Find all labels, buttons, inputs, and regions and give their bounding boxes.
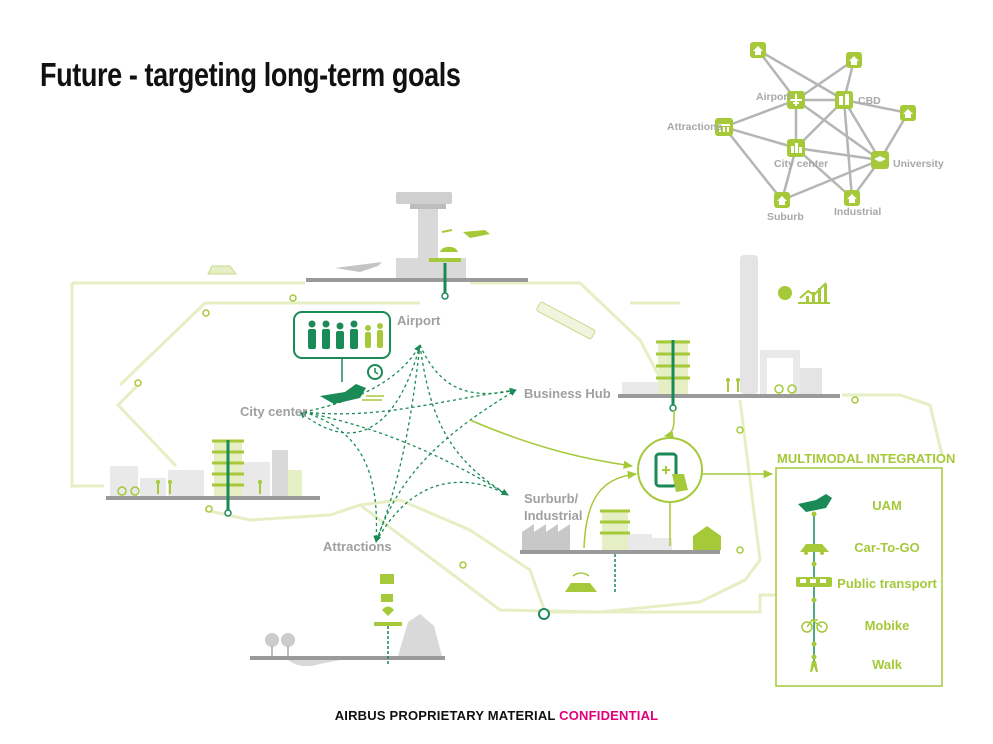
label-suburb: Surburb/ (524, 491, 579, 506)
uam-icon (798, 494, 832, 517)
connection-star (299, 344, 517, 543)
label-business-hub: Business Hub (524, 386, 611, 401)
house-icon (847, 194, 857, 203)
network-label-suburb: Suburb (767, 211, 804, 223)
clock-icon (367, 364, 383, 380)
car-icon (565, 572, 597, 592)
footer: AIRBUS PROPRIETARY MATERIAL CONFIDENTIAL (0, 708, 993, 723)
route-stops (134, 294, 859, 620)
mode-mobike[interactable]: Mobike (801, 618, 910, 633)
page-title: Future - targeting long-term goals (40, 56, 461, 93)
network-label-cbd: CBD (858, 95, 881, 107)
house-icon (849, 56, 859, 65)
house-icon (903, 109, 913, 118)
bicycle-icon (801, 618, 828, 633)
mobility-app-icon[interactable] (637, 437, 703, 503)
footer-confidential: CONFIDENTIAL (559, 708, 659, 723)
city-center-scene (106, 439, 320, 517)
mode-walk[interactable]: Walk (810, 654, 903, 673)
app-connections (469, 410, 774, 549)
walk-icon (810, 654, 818, 672)
train-icon (536, 301, 596, 340)
mode-label-walk: Walk (872, 657, 903, 672)
network-label-attractions: Attractions (667, 121, 723, 133)
multimodal-title: MULTIMODAL INTEGRATION (777, 451, 955, 466)
house-icon (753, 46, 763, 55)
map-labels: Airport Business Hub City center Surburb… (240, 313, 611, 554)
industrial-scene (520, 509, 721, 592)
building-icon (835, 91, 853, 109)
network-label-industrial: Industrial (834, 206, 881, 218)
uam-icon (320, 384, 384, 404)
mode-label-car-to-go: Car-To-GO (854, 540, 919, 555)
car-icon (207, 265, 237, 275)
mode-uam[interactable]: UAM (798, 494, 902, 517)
mode-public-transport[interactable]: Public transport (796, 576, 938, 591)
bus-icon (796, 577, 832, 587)
house-icon (777, 196, 787, 205)
attractions-scene (250, 574, 445, 667)
network-label-city-center: City center (774, 158, 828, 170)
label-attractions: Attractions (323, 539, 392, 554)
mode-label-mobike: Mobike (865, 618, 910, 633)
airport-scene (306, 192, 528, 300)
footer-proprietary: AIRBUS PROPRIETARY MATERIAL (334, 708, 556, 723)
passenger-group (293, 311, 391, 382)
network-label-airport: Airport (756, 91, 792, 103)
mode-label-public-transport: Public transport (837, 576, 937, 591)
label-city-center: City center (240, 404, 307, 419)
multimodal-panel: MULTIMODAL INTEGRATION UAM Car-To-GO Pub… (775, 451, 955, 687)
network-label-university: University (893, 158, 944, 170)
label-industrial: Industrial (524, 508, 583, 523)
label-airport: Airport (397, 313, 441, 328)
car-icon (800, 544, 829, 555)
business-hub-scene (618, 255, 840, 412)
mode-car-to-go[interactable]: Car-To-GO (800, 540, 920, 555)
mode-label-uam: UAM (872, 498, 902, 513)
network-graph: Airport CBD Attractions City center Univ… (667, 42, 944, 223)
